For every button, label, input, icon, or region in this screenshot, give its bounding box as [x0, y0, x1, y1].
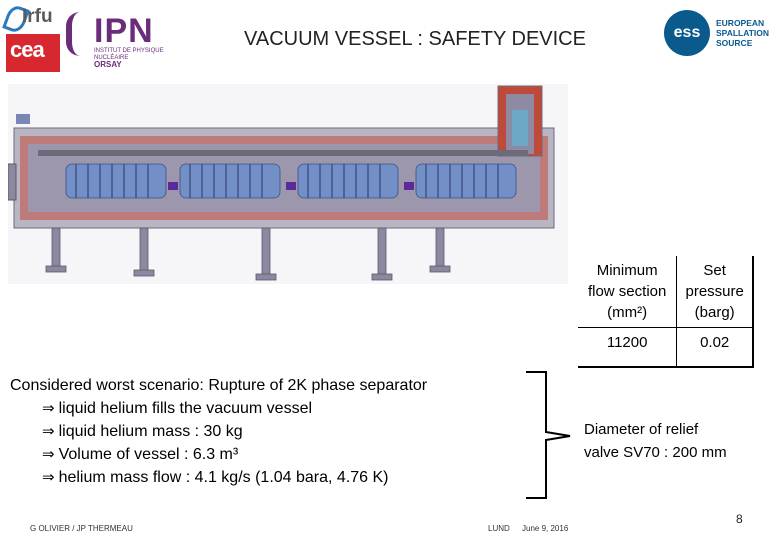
footer-location: LUND [488, 524, 510, 533]
footer-authors: G OLIVIER / JP THERMEAU [30, 524, 133, 533]
footer-date: June 9, 2016 [522, 524, 569, 533]
ipn-logo-subtitle: INSTITUT DE PHYSIQUE NUCLÉAIRE [94, 48, 164, 61]
header-min-flow-line2: flow section [587, 283, 667, 300]
list-item-text: Volume of vessel : 6.3 m³ [58, 446, 239, 463]
header-min-flow-line1: Minimum [596, 262, 658, 279]
relief-line1: Diameter of relief [584, 421, 699, 438]
page-number: 8 [736, 512, 743, 526]
relief-line2: valve SV70 : 200 mm [584, 444, 727, 461]
cell-set-pressure-value: 0.02 [676, 327, 755, 368]
header-min-flow-section: Minimum flow section (mm²) [578, 256, 678, 328]
list-item: ⇒helium mass flow : 4.1 kg/s (1.04 bara,… [10, 466, 480, 489]
irfu-logo-text: Irfu [22, 6, 53, 27]
cryomodule-schematic [8, 84, 568, 284]
ess-name-line1: EUROPEAN [716, 18, 765, 28]
list-item-text: liquid helium mass : 30 kg [58, 423, 243, 440]
scenario-heading: Considered worst scenario: Rupture of 2K… [10, 377, 428, 394]
ess-name-line2: SPALLATION [716, 28, 770, 38]
ess-name-line3: SOURCE [716, 38, 753, 48]
ipn-logo: IPN INSTITUT DE PHYSIQUE NUCLÉAIRE ORSAY [66, 8, 164, 72]
implies-arrow-icon: ⇒ [42, 422, 55, 440]
header-set-pressure-line2: pressure [685, 283, 744, 300]
list-item: ⇒liquid helium fills the vacuum vessel [10, 397, 480, 420]
implies-arrow-icon: ⇒ [42, 445, 55, 463]
slide-title: VACUUM VESSEL : SAFETY DEVICE [244, 28, 586, 50]
scenario-block: Considered worst scenario: Rupture of 2K… [10, 374, 480, 492]
list-item: ⇒liquid helium mass : 30 kg [10, 420, 480, 443]
ipn-logo-orsay: ORSAY [94, 60, 122, 69]
relief-valve-table: Minimum flow section (mm²) Set pressure … [578, 256, 755, 368]
header-set-pressure-line3: (barg) [694, 304, 735, 321]
right-brace-icon [526, 371, 571, 499]
cea-logo-text: cea [10, 37, 45, 62]
cea-logo: cea [6, 34, 60, 72]
irfu-logo: Irfu [2, 3, 64, 35]
relief-valve-diameter: Diameter of relief valve SV70 : 200 mm [578, 418, 774, 468]
ess-name: EUROPEAN SPALLATION SOURCE [716, 18, 769, 48]
ipn-mark-icon [66, 12, 98, 56]
implies-arrow-icon: ⇒ [42, 468, 55, 486]
header-set-pressure: Set pressure (barg) [676, 256, 755, 328]
list-item: ⇒Volume of vessel : 6.3 m³ [10, 443, 480, 466]
implies-arrow-icon: ⇒ [42, 399, 55, 417]
table-row: 11200 0.02 [578, 327, 755, 368]
ipn-logo-text: IPN [94, 12, 154, 50]
list-item-text: liquid helium fills the vacuum vessel [58, 400, 313, 417]
header-min-flow-line3: (mm²) [607, 304, 648, 321]
table-header-row: Minimum flow section (mm²) Set pressure … [578, 256, 755, 328]
list-item-text: helium mass flow : 4.1 kg/s (1.04 bara, … [58, 469, 389, 486]
header-set-pressure-line1: Set [703, 262, 726, 279]
cell-min-flow-value: 11200 [578, 327, 678, 368]
ess-mark: ess [664, 10, 710, 56]
ess-logo: ess EUROPEAN SPALLATION SOURCE [664, 8, 776, 64]
